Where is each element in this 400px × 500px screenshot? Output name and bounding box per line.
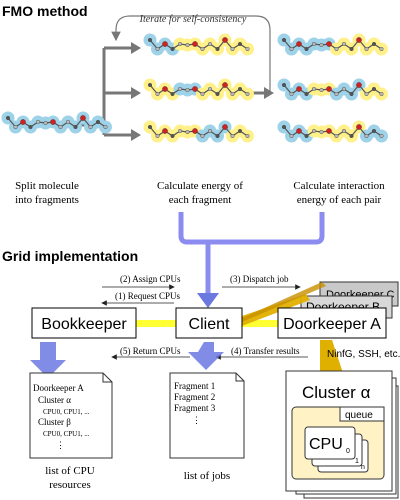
iterate-loop: Iterate for self-consistency [111,14,271,92]
cpu-list-caption-line1: list of CPU [45,465,95,477]
job-list-line-3: Fragment 3 [174,403,216,413]
cpu-list-line-5: CPU0, CPU1, ... [43,430,90,438]
step1-caption-line2: into fragments [15,194,79,206]
bookkeeper-down-arrow [30,342,66,378]
pair-arrowhead [264,87,274,99]
dispatch-job-label: (3) Dispatch job [230,274,289,284]
branch-arrowhead-top [131,42,141,54]
cpu-list-document: Doorkeeper A Cluster α CPU0, CPU1, ... C… [29,372,113,459]
cluster-alpha-title: Cluster α [302,383,371,402]
cpu-box-0 [304,426,356,460]
molecule-fragment-1 [143,33,254,56]
iterate-label: Iterate for self-consistency [139,14,247,25]
job-list-line-4: ⋮ [192,415,201,425]
queue-label: queue [345,410,373,421]
doorkeeper-a-box [277,307,387,339]
molecule-pair-2 [277,78,388,101]
step2-caption-line2: each fragment [169,194,232,206]
cpu-list-caption-line2: resources [49,479,91,491]
bookkeeper-label: Bookkeeper [41,316,127,333]
link-client-doorkeeper [242,320,278,327]
cpu-0-subscript: 0 [346,448,350,455]
link-orange-c [242,282,326,322]
request-cpus-label: (1) Request CPUs [115,291,180,301]
doorkeeper-a-label: Doorkeeper A [283,316,381,333]
merge-arrow [178,212,325,245]
grid-implementation-title: Grid implementation [2,248,138,264]
step3-caption-line2: energy of each pair [297,194,382,206]
molecule-fragment-2 [143,78,254,101]
client-box [175,307,243,339]
bookkeeper-box [31,307,137,339]
molecule-fragment-3 [143,120,254,143]
client-label: Client [189,316,230,333]
molecule-pair-1 [277,33,388,56]
cpu-list-line-4: Cluster β [38,417,71,427]
cpu-1-subscript: 1 [355,458,359,465]
transfer-results-label: (4) Transfer results [231,346,300,356]
link-bookkeeper-client [136,320,176,327]
job-list-document: Fragment 1 Fragment 2 Fragment 3 ⋮ [169,372,245,459]
cpu-list-line-2: Cluster α [38,395,71,405]
protocols-label: NinfG, SSH, etc. [327,349,400,360]
job-list-line-2: Fragment 2 [174,392,215,402]
branch-arrowhead-middle [131,87,141,99]
step1-caption-line1: Split molecule [15,180,79,192]
assign-cpus-label: (2) Assign CPUs [120,274,181,284]
cpu-list-line-1: Doorkeeper A [33,383,84,393]
step2-caption-line1: Calculate energy of [157,180,243,192]
cpu-n-subscript: n [361,464,365,471]
cpu-list-line-3: CPU0, CPU1, ... [43,408,90,416]
fmo-method-title: FMO method [2,3,88,19]
merge-arrowhead [197,293,219,308]
step3-caption-line1: Calculate interaction [293,180,385,192]
client-down-arrow [188,342,224,370]
job-list-caption: list of jobs [184,470,230,482]
return-cpus-label: (5) Return CPUs [120,346,181,356]
molecule-whole [1,111,112,134]
link-orange-b [242,294,310,326]
branch-arrowhead-bottom [131,129,141,141]
cpu-list-line-6: ⋮ [56,440,65,450]
cpu-label: CPU [309,436,343,453]
job-list-line-1: Fragment 1 [174,381,215,391]
molecule-pair-3 [277,120,388,143]
